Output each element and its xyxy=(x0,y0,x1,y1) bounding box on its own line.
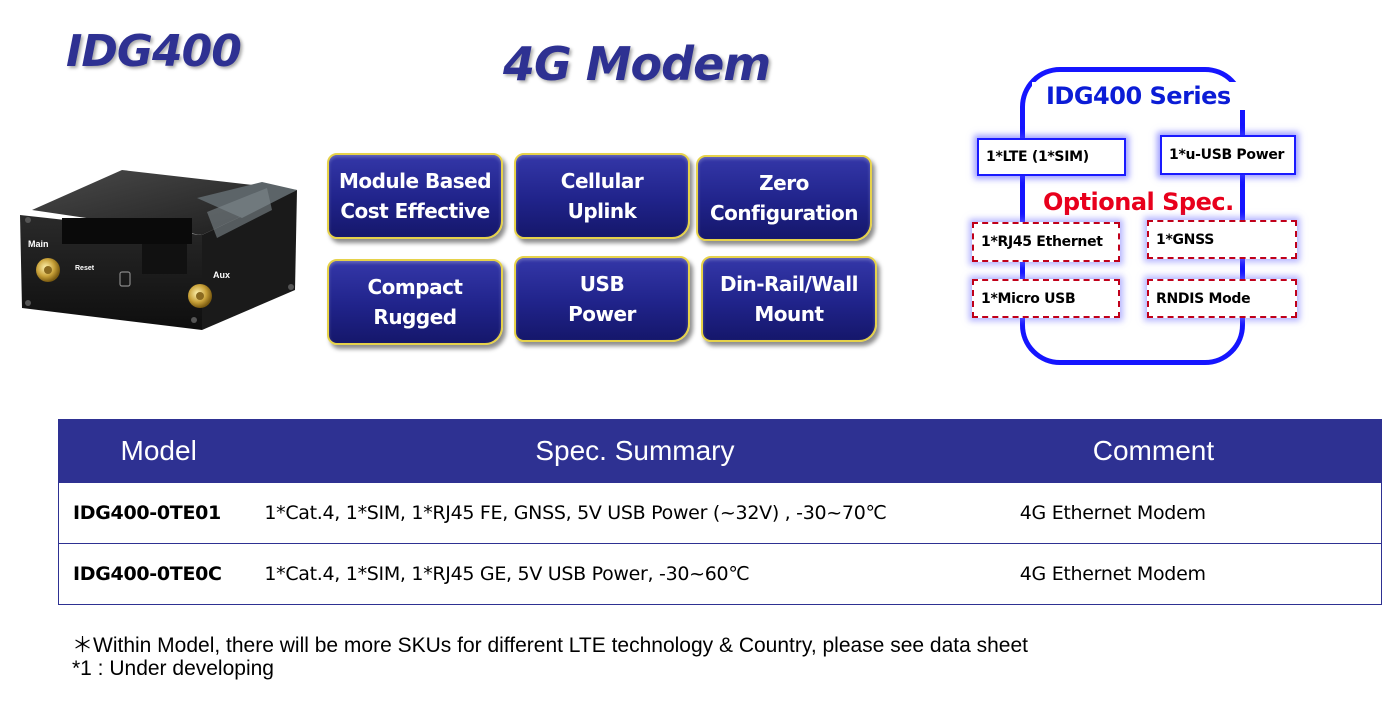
series-frame xyxy=(1020,67,1245,365)
feature-label: Zero Configuration xyxy=(709,171,859,225)
feature-tile-mount: Din-Rail/Wall Mount xyxy=(701,256,877,342)
feature-tile-zero-config: Zero Configuration xyxy=(696,155,872,241)
feature-label: Module Based Cost Effective xyxy=(338,169,492,223)
model-cell: IDG400-0TE01 xyxy=(58,482,259,544)
device-label-aux: Aux xyxy=(213,270,230,280)
feature-tile-usb-power: USB Power xyxy=(514,256,690,342)
feature-tile-module-based: Module Based Cost Effective xyxy=(327,153,503,239)
device-label-reset: Reset xyxy=(75,265,95,272)
spec-rndis-mode: RNDIS Mode xyxy=(1147,279,1297,318)
spec-rj45-ethernet: 1*RJ45 Ethernet xyxy=(972,222,1120,262)
feature-label: Compact Rugged xyxy=(367,275,464,329)
table-header-row: Model Spec. Summary Comment xyxy=(58,419,1382,483)
header-model: Model xyxy=(58,419,259,483)
optional-spec-title: Optional Spec. xyxy=(1043,188,1234,216)
series-title: IDG400 Series xyxy=(1032,82,1247,110)
feature-label: Din-Rail/Wall Mount xyxy=(720,272,858,326)
product-title: IDG400 xyxy=(66,26,242,77)
feature-label: USB Power xyxy=(568,272,636,326)
feature-tile-compact-rugged: Compact Rugged xyxy=(327,259,503,345)
spec-usb-power: 1*u-USB Power xyxy=(1160,135,1296,175)
header-spec-summary: Spec. Summary xyxy=(258,419,1018,483)
spec-table: Model Spec. Summary Comment IDG400-0TE01… xyxy=(58,419,1382,605)
device-image: Main Reset Aux xyxy=(20,170,297,330)
model-cell: IDG400-0TE0C xyxy=(58,543,259,605)
slide-title: 4G Modem xyxy=(503,37,771,91)
spec-cell: 1*Cat.4, 1*SIM, 1*RJ45 GE, 5V USB Power,… xyxy=(258,543,1018,605)
spec-cell: 1*Cat.4, 1*SIM, 1*RJ45 FE, GNSS, 5V USB … xyxy=(258,482,1018,544)
feature-label: Cellular Uplink xyxy=(560,169,644,223)
spec-gnss: 1*GNSS xyxy=(1147,220,1297,259)
comment-cell: 4G Ethernet Modem xyxy=(1017,482,1382,544)
feature-tile-cellular-uplink: Cellular Uplink xyxy=(514,153,690,239)
table-row: IDG400-0TE01 1*Cat.4, 1*SIM, 1*RJ45 FE, … xyxy=(58,482,1382,544)
spec-lte: 1*LTE (1*SIM) xyxy=(977,138,1126,176)
header-comment: Comment xyxy=(1017,419,1382,483)
table-row: IDG400-0TE0C 1*Cat.4, 1*SIM, 1*RJ45 GE, … xyxy=(58,543,1382,605)
footnote-sku: ＊Within Model, there will be more SKUs f… xyxy=(72,634,1028,657)
device-label-main: Main xyxy=(28,239,49,249)
spec-micro-usb: 1*Micro USB xyxy=(972,279,1120,318)
comment-cell: 4G Ethernet Modem xyxy=(1017,543,1382,605)
footnote-developing: *1 : Under developing xyxy=(72,657,274,680)
